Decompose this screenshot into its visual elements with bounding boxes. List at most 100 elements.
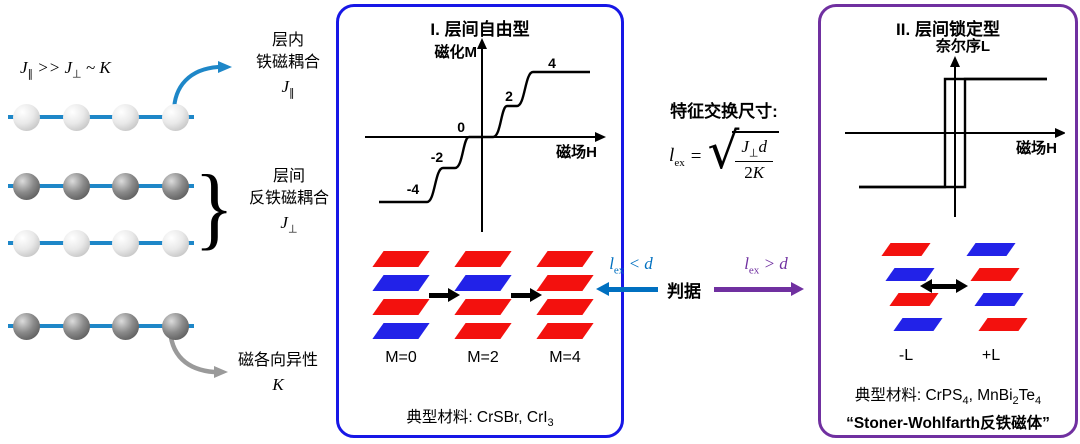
atom-sphere-light: [13, 103, 40, 131]
criterion-arrow-left-icon: [596, 282, 658, 296]
atom-sphere-light: [13, 229, 40, 257]
ex-subscript: ex: [748, 264, 760, 277]
arrow-head: [218, 61, 232, 73]
x-axis-arrow-icon: [595, 132, 606, 142]
atom-sphere-dark: [13, 312, 40, 340]
intralayer-symbol: J∥: [244, 76, 332, 104]
perp-subscript: ⊥: [72, 68, 82, 81]
parallel-subscript: ∥: [27, 68, 34, 81]
square-root: √ J⊥d 2K: [707, 122, 779, 183]
spin-plate-red: [970, 268, 1020, 281]
stack-label-m0: M=0: [385, 349, 417, 366]
materials-text: 典型材料: CrPS: [854, 387, 963, 404]
atom-sphere-light: [62, 229, 90, 257]
transition-arrow-icon: [429, 288, 460, 302]
hysteresis-branch-ascending: [859, 77, 1047, 189]
spin-plate-blue: [454, 275, 512, 291]
stoner-wohlfarth-quote: “Stoner-Wohlfarth反铁磁体”: [846, 415, 1050, 432]
materials-text: , MnBi: [968, 387, 1013, 404]
anisotropy-label-line1: 磁各向异性: [237, 352, 318, 369]
stack-label-m2: M=2: [467, 349, 499, 366]
l-symbol: l: [609, 254, 614, 273]
condition-lex-less-d: lex < d: [592, 254, 670, 276]
greater-than-d: > d: [759, 254, 788, 273]
fraction-numerator: J⊥d: [735, 137, 773, 163]
spin-plate-red: [536, 323, 594, 339]
intralayer-label-line2: 铁磁耦合: [255, 54, 320, 71]
j-symbol: J: [280, 213, 288, 232]
tick-minus-4: -4: [407, 181, 420, 197]
anisotropy-symbol-k: K: [230, 374, 326, 396]
switching-double-arrow-icon: [920, 279, 968, 293]
spin-plate-blue: [372, 275, 430, 291]
stack-label-plus-l: +L: [981, 347, 1001, 364]
neel-order-hysteresis-plot: 奈尔序L 磁场H: [845, 37, 1065, 217]
interlayer-symbol: J⊥: [236, 212, 342, 240]
j-symbol: J: [741, 137, 749, 156]
exchange-length-formula: lex = √ J⊥d 2K: [630, 122, 818, 183]
magnetization-hysteresis-plot: 磁化M 磁场H 0 2 4 -2 -4: [365, 38, 606, 232]
spin-plate-red: [978, 318, 1028, 331]
materials-subscript: 4: [962, 395, 969, 408]
atom-sphere-light: [161, 229, 189, 257]
atom-sphere-dark: [13, 172, 40, 200]
exchange-size-heading: 特征交换尺寸:: [670, 102, 778, 121]
spin-plate-blue: [966, 243, 1016, 256]
atom-sphere-light: [161, 103, 189, 131]
spin-plate-blue: [372, 323, 430, 339]
anisotropy-label: 磁各向异性 K: [230, 350, 326, 396]
arrow-head: [214, 366, 228, 378]
radical-icon: √: [707, 122, 740, 180]
interlayer-label-line1: 层间: [272, 168, 305, 185]
spin-plate-red: [881, 243, 931, 256]
k-symbol: K: [272, 375, 284, 394]
panel-interlayer-free: I. 层间自由型 磁化M 磁场H 0 2 4 -2 -4 M=0 M=2 M=4…: [336, 4, 624, 438]
panel-title-free: I. 层间自由型: [430, 20, 530, 39]
criterion-label: 判据: [667, 282, 701, 301]
much-greater-than: >>: [33, 58, 65, 77]
l-ex-variable: lex: [669, 145, 685, 169]
spin-plate-red: [454, 251, 512, 267]
atom-sphere-dark: [62, 172, 90, 200]
y-axis-label: 磁化M: [435, 43, 478, 61]
interlayer-label: 层间 反铁磁耦合 J⊥: [236, 166, 342, 240]
x-axis-arrow-icon: [1055, 128, 1065, 138]
step-magnetization-curve: [379, 70, 590, 204]
y-axis-label: 奈尔序L: [935, 37, 990, 55]
tick-2: 2: [505, 88, 513, 104]
spin-plate-blue: [893, 318, 943, 331]
atom-sphere-dark: [112, 172, 140, 200]
materials-text: Te: [1018, 387, 1036, 404]
spin-plate-red: [889, 293, 939, 306]
spin-stack-m2: [451, 251, 515, 339]
fraction: J⊥d 2K: [735, 137, 773, 183]
l-symbol: l: [669, 145, 675, 167]
anisotropy-symbol: K: [99, 58, 111, 77]
materials-text: 典型材料: CrSBr, CrI: [406, 409, 548, 426]
perp-subscript: ⊥: [287, 223, 298, 236]
fraction-denominator: 2K: [744, 162, 764, 183]
ex-subscript: ex: [674, 156, 685, 169]
atom-sphere-dark: [112, 312, 140, 340]
coupling-inequality: J∥ >> J⊥ ~ K: [20, 58, 111, 80]
spin-plate-red: [536, 275, 594, 291]
d-symbol: d: [758, 137, 767, 156]
panel-title-locked: II. 层间锁定型: [896, 20, 1000, 39]
parallel-subscript: ∥: [289, 87, 295, 100]
materials-line-locked: 典型材料: CrPS4, MnBi2Te4: [821, 383, 1075, 407]
atom-chain-2: [8, 171, 194, 201]
atom-sphere-light: [62, 103, 90, 131]
stack-label-minus-l: -L: [898, 347, 914, 364]
x-axis-label: 磁场H: [1016, 139, 1057, 157]
atom-chain-4: [8, 311, 194, 341]
root-contents: J⊥d 2K: [732, 131, 779, 183]
j-perp-symbol: J: [64, 58, 73, 77]
spin-stack-m0: [369, 251, 433, 339]
panel-interlayer-locked: II. 层间锁定型 奈尔序L 磁场H -L +L 典型材料: CrPS4, Mn…: [818, 4, 1078, 438]
atom-sphere-dark: [161, 312, 189, 340]
j-symbol: J: [281, 77, 290, 96]
tick-4: 4: [548, 55, 556, 71]
interlayer-label-line2: 反铁磁耦合: [248, 190, 329, 207]
atom-sphere-light: [112, 103, 140, 131]
